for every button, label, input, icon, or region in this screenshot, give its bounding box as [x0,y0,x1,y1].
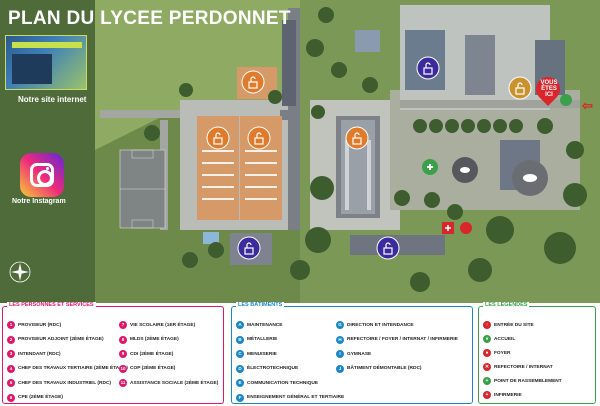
people-label: CHEF DES TRAVAUX INDUSTRIEL (RDC) [18,380,112,386]
building-badge: H [336,335,344,344]
legend-item: ●FOYER [483,349,511,357]
panel-legend: LES LÉGENDES ↑ENTRÉE DU SITE●ACCUEIL●FOY… [478,302,596,404]
instagram-label[interactable]: Notre Instagram [12,198,66,205]
people-label: MLDS (2ÈME ÉTAGE) [130,337,179,342]
building-badge: D [236,364,244,373]
building-label: MAINTENANCE [247,322,283,328]
building-badge: I [336,350,344,358]
people-label: PROVISEUR ADJOINT (2ÈME ÉTAGE) [18,337,104,342]
building-badge: C [236,350,244,358]
entrance-arrow-icon: ⇦ [582,98,593,113]
building-label: DIRECTION ET INTENDANCE [347,322,414,328]
people-badge: 5 [7,379,15,387]
people-label: COP (2ÈME ÉTAGE) [130,366,176,371]
campus-map [9,0,600,303]
plus-icon: + [483,391,491,399]
website-label[interactable]: Notre site internet [18,95,87,104]
campus-map-svg [9,0,600,303]
building-badge: E [236,379,244,387]
building-label: ENSEIGNEMENT GÉNÉRAL ET TERTIAIRE [247,395,345,400]
legend-item: +INFIRMERIE [483,391,522,399]
building-label: MÉTALLERIE [247,337,278,342]
building-label: GYMNASE [347,351,372,357]
people-badge: 9 [119,350,127,358]
people-badge: 10 [119,364,127,373]
building-label: COMMUNICATION TECHNIQUE [247,380,319,386]
panel-people-title: LES PERSONNES ET SERVICES [7,302,96,308]
panel-legend-title: LES LÉGENDES [483,302,530,308]
compass-icon [9,261,31,283]
people-label: CHEF DES TRAVAUX TERTIAIRE (2ÈME ÉTAGE) [18,366,128,371]
website-thumbnail[interactable] [5,35,87,90]
legend-label: INFIRMERIE [494,392,522,398]
panel-buildings-title: LES BÂTIMENTS [236,302,285,308]
legend-label: REFECTOIRE / INTERNAT [494,364,553,370]
map-title: PLAN DU LYCEE PERDONNET [8,8,291,29]
people-badge: 2 [7,335,15,344]
legend-label: ACCUEIL [494,336,516,342]
people-label: INTENDANT (RDC) [18,351,61,357]
legend-label: POINT DE RASSEMBLEMENT [494,378,562,384]
legend-label: FOYER [494,350,511,356]
building-label: REFECTOIRE / FOYER / INTERNAT / INFIRMER… [347,337,458,342]
building-label: ÉLECTROTECHNIQUE [247,366,299,371]
you-are-here-label: VOUS ÊTES ICI [540,80,558,98]
building-label: BÂTIMENT DÉMONTABLE (RDC) [347,366,422,371]
cross-icon: + [483,377,491,385]
people-badge: 6 [7,393,15,402]
people-badge: 7 [119,321,127,329]
building-badge: J [336,364,344,373]
up-arrow-icon: ↑ [483,321,491,329]
building-badge: A [236,321,244,329]
dot-icon: ● [483,349,491,357]
building-label: MENUISERIE [247,351,277,357]
building-badge: F [236,393,244,402]
people-badge: 11 [119,379,127,387]
legend-item: ●ACCUEIL [483,335,515,343]
building-badge: B [236,335,244,344]
legend-item: +POINT DE RASSEMBLEMENT [483,377,562,385]
legend-item: ✕REFECTOIRE / INTERNAT [483,363,553,371]
legend-label: ENTRÉE DU SITE [494,322,534,328]
people-label: PROVISEUR (RDC) [18,322,62,328]
people-label: VIE SCOLAIRE (1ER ÉTAGE) [130,322,196,328]
fork-icon: ✕ [483,363,491,371]
legend-item: ↑ENTRÉE DU SITE [483,321,534,329]
people-label: ASSISTANCE SOCIALE (2ÈME ÉTAGE) [130,380,219,386]
people-badge: 8 [119,335,127,344]
people-badge: 3 [7,350,15,358]
circle-icon: ● [483,335,491,343]
people-badge: 4 [7,364,15,373]
building-badge: G [336,321,344,329]
people-badge: 1 [7,321,15,329]
people-label: CPE (2ÈME ÉTAGE) [18,395,63,400]
instagram-icon[interactable] [20,153,64,197]
people-label: CDI (2ÈME ÉTAGE) [130,351,174,357]
